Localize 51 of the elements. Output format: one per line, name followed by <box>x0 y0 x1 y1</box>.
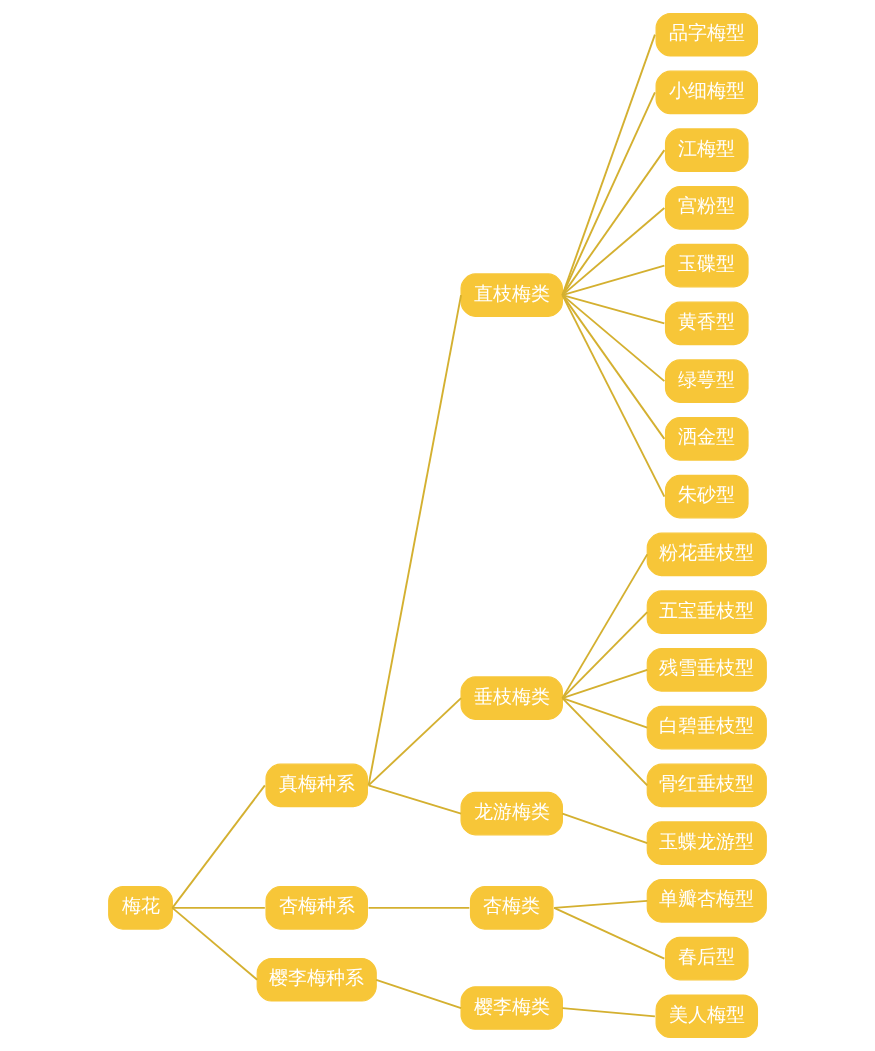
node-box: 洒金型 <box>664 417 749 461</box>
node-box: 樱李梅类 <box>460 986 563 1030</box>
connector <box>561 1007 656 1018</box>
connector <box>367 294 462 787</box>
node-box: 黄香型 <box>664 301 749 346</box>
node-box: 粉花垂枝型 <box>646 532 767 577</box>
node-box: 玉碟型 <box>664 243 749 288</box>
node-box: 绿萼型 <box>664 359 749 403</box>
connector <box>561 294 666 325</box>
connector <box>553 899 649 909</box>
connector <box>171 906 266 909</box>
connector <box>561 294 666 440</box>
node-box: 龙游梅类 <box>460 791 563 836</box>
node-box: 美人梅型 <box>655 994 759 1039</box>
connector <box>561 294 666 498</box>
connector <box>561 264 666 297</box>
connector <box>561 812 649 845</box>
node-box: 残雪垂枝型 <box>646 648 767 692</box>
node-box: 杏梅种系 <box>265 886 368 930</box>
connector <box>367 906 471 909</box>
connector <box>561 206 666 297</box>
connector <box>553 906 666 960</box>
node-box: 直枝梅类 <box>460 273 563 317</box>
node-box: 品字梅型 <box>655 12 759 57</box>
node-box: 真梅种系 <box>265 763 368 808</box>
node-box: 樱李梅种系 <box>256 958 377 1002</box>
connector <box>367 784 462 815</box>
node-box: 单瓣杏梅型 <box>646 879 767 923</box>
connector <box>171 784 266 909</box>
connector <box>561 553 649 700</box>
node-box: 骨红垂枝型 <box>646 763 767 808</box>
node-box: 小细梅型 <box>655 70 759 115</box>
node-box: 杏梅类 <box>469 886 554 930</box>
node-box: 朱砂型 <box>664 474 749 519</box>
node-box: 江梅型 <box>664 128 749 172</box>
connector <box>561 697 649 729</box>
node-box: 垂枝梅类 <box>460 676 563 720</box>
node-box: 白碧垂枝型 <box>646 705 767 750</box>
connector <box>561 611 649 700</box>
node-box: 五宝垂枝型 <box>646 590 767 634</box>
node-box: 梅花 <box>108 886 173 930</box>
connector <box>375 978 462 1009</box>
node-box: 春后型 <box>664 936 749 981</box>
connector <box>367 697 462 787</box>
connector <box>561 668 649 700</box>
node-box: 宫粉型 <box>664 186 749 230</box>
node-box: 玉蝶龙游型 <box>646 821 767 865</box>
connector <box>561 294 666 383</box>
connector <box>171 906 259 981</box>
connector <box>561 697 649 787</box>
connector <box>561 149 666 297</box>
